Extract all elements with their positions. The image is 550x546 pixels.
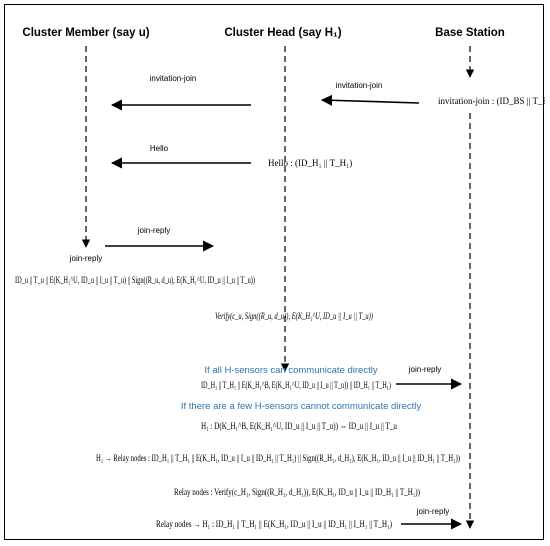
- all-direct-payload: ID_H₁ || T_H₁ || E(K_H₁^B, E(K_H₁^U, ID_…: [201, 380, 391, 390]
- participant-base: Base Station: [435, 27, 505, 39]
- sequence-diagram: Cluster Member (say u) Cluster Head (say…: [15, 27, 550, 530]
- diagram-frame: Cluster Member (say u) Cluster Head (say…: [4, 4, 550, 540]
- relay-send: H₁ → Relay nodes : ID_H₁ || T_H₁ || E(K_…: [96, 453, 460, 463]
- label-joinreply-member-below: join-reply: [69, 254, 102, 263]
- label-invite-bs: invitation-join: [336, 81, 383, 90]
- condition-all-direct: If all H-sensors can communicate directl…: [204, 365, 377, 376]
- invite-bs-value: invitation-join : (ID_BS || T_BS): [438, 96, 545, 106]
- condition-few-indirect: If there are a few H-sensors cannot comm…: [181, 401, 421, 412]
- label-invite-ch: invitation-join: [150, 74, 197, 83]
- member-payload: ID_u || T_u || E(K_H₁^U, ID_u || I_u || …: [15, 275, 255, 285]
- participant-head: Cluster Head (say H₁): [224, 27, 341, 39]
- label-joinreply-relay: join-reply: [416, 507, 449, 516]
- label-joinreply-member: join-reply: [137, 226, 170, 235]
- label-joinreply-all: join-reply: [408, 365, 441, 374]
- label-hello: Hello: [150, 144, 169, 153]
- verify-ch: Verify(c_u, Sign((R_u, d_u)), E(K_H₁^U, …: [215, 311, 373, 321]
- relay-forward: Relay nodes → H₁ : ID_H₁ || T_H₁ || E(K_…: [156, 519, 392, 529]
- arrow-invite-bs-to-head: [320, 94, 420, 106]
- relay-verify: Relay nodes : Verify(c_H₁, Sign((R_H₁, d…: [174, 487, 420, 497]
- participant-member: Cluster Member (say u): [22, 27, 149, 39]
- few-indirect-payload: H₁ : D(K_H₁^B, E(K_H₁^U, ID_u || I_u || …: [201, 421, 397, 431]
- hello-value: Hello : (ID_H₁ || T_H₁): [268, 158, 352, 168]
